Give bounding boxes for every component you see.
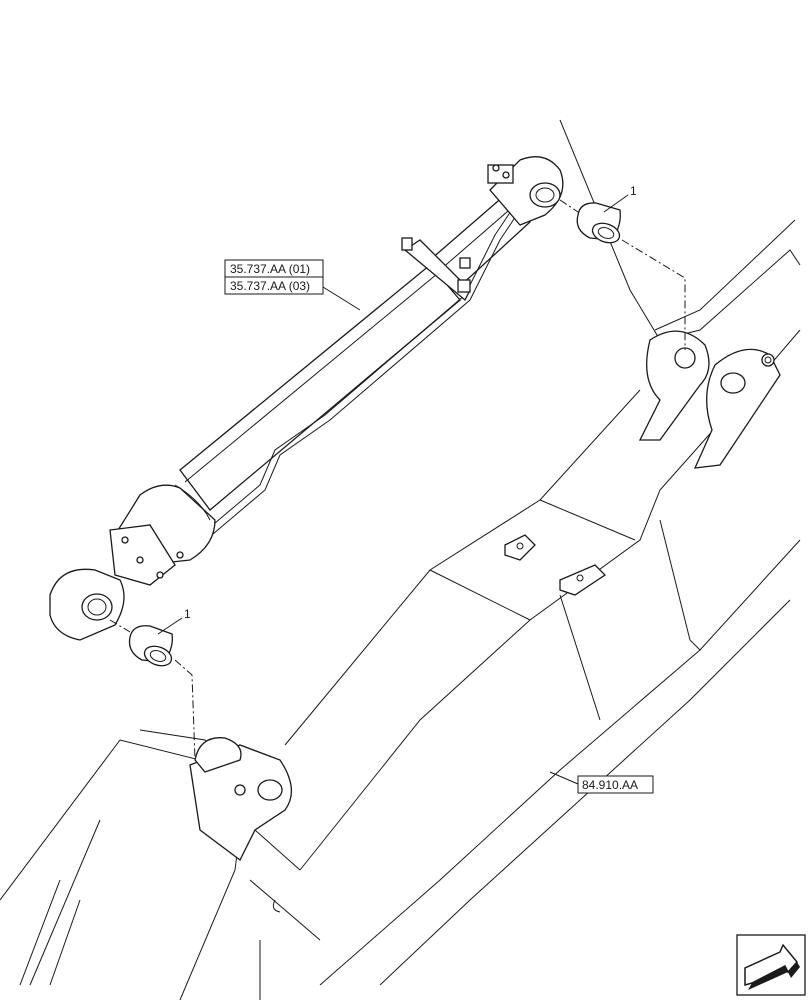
assembly-line-rod-eye <box>559 199 579 213</box>
cylinder-ref-1[interactable]: 35.737.AA (01) <box>230 262 310 276</box>
callout-bushing-bottom: 1 <box>157 607 191 635</box>
reference-box-2[interactable] <box>224 276 324 295</box>
boom-foot <box>0 729 321 1000</box>
reference-box-3[interactable] <box>577 775 654 794</box>
leader-line <box>549 771 579 785</box>
hydraulic-cylinder <box>49 156 564 641</box>
leader-line <box>322 286 361 311</box>
assembly-line-base-eye <box>109 619 131 633</box>
callout-number: 1 <box>184 607 191 621</box>
boom-arm <box>284 119 801 986</box>
cylinder-ref-2[interactable]: 35.737.AA (03) <box>230 279 310 293</box>
assembly-line-bottom <box>174 659 196 761</box>
bushing-bottom <box>128 625 173 667</box>
cylinder-reference-labels[interactable]: 35.737.AA (01) 35.737.AA (03) <box>224 259 361 311</box>
boom-ref[interactable]: 84.910.AA <box>582 778 638 792</box>
bushing-top <box>576 202 621 244</box>
callout-bushing-top: 1 <box>603 184 637 213</box>
boom-reference-label[interactable]: 84.910.AA <box>549 771 654 794</box>
arrow-icon[interactable] <box>736 934 806 996</box>
callout-number: 1 <box>630 184 637 198</box>
